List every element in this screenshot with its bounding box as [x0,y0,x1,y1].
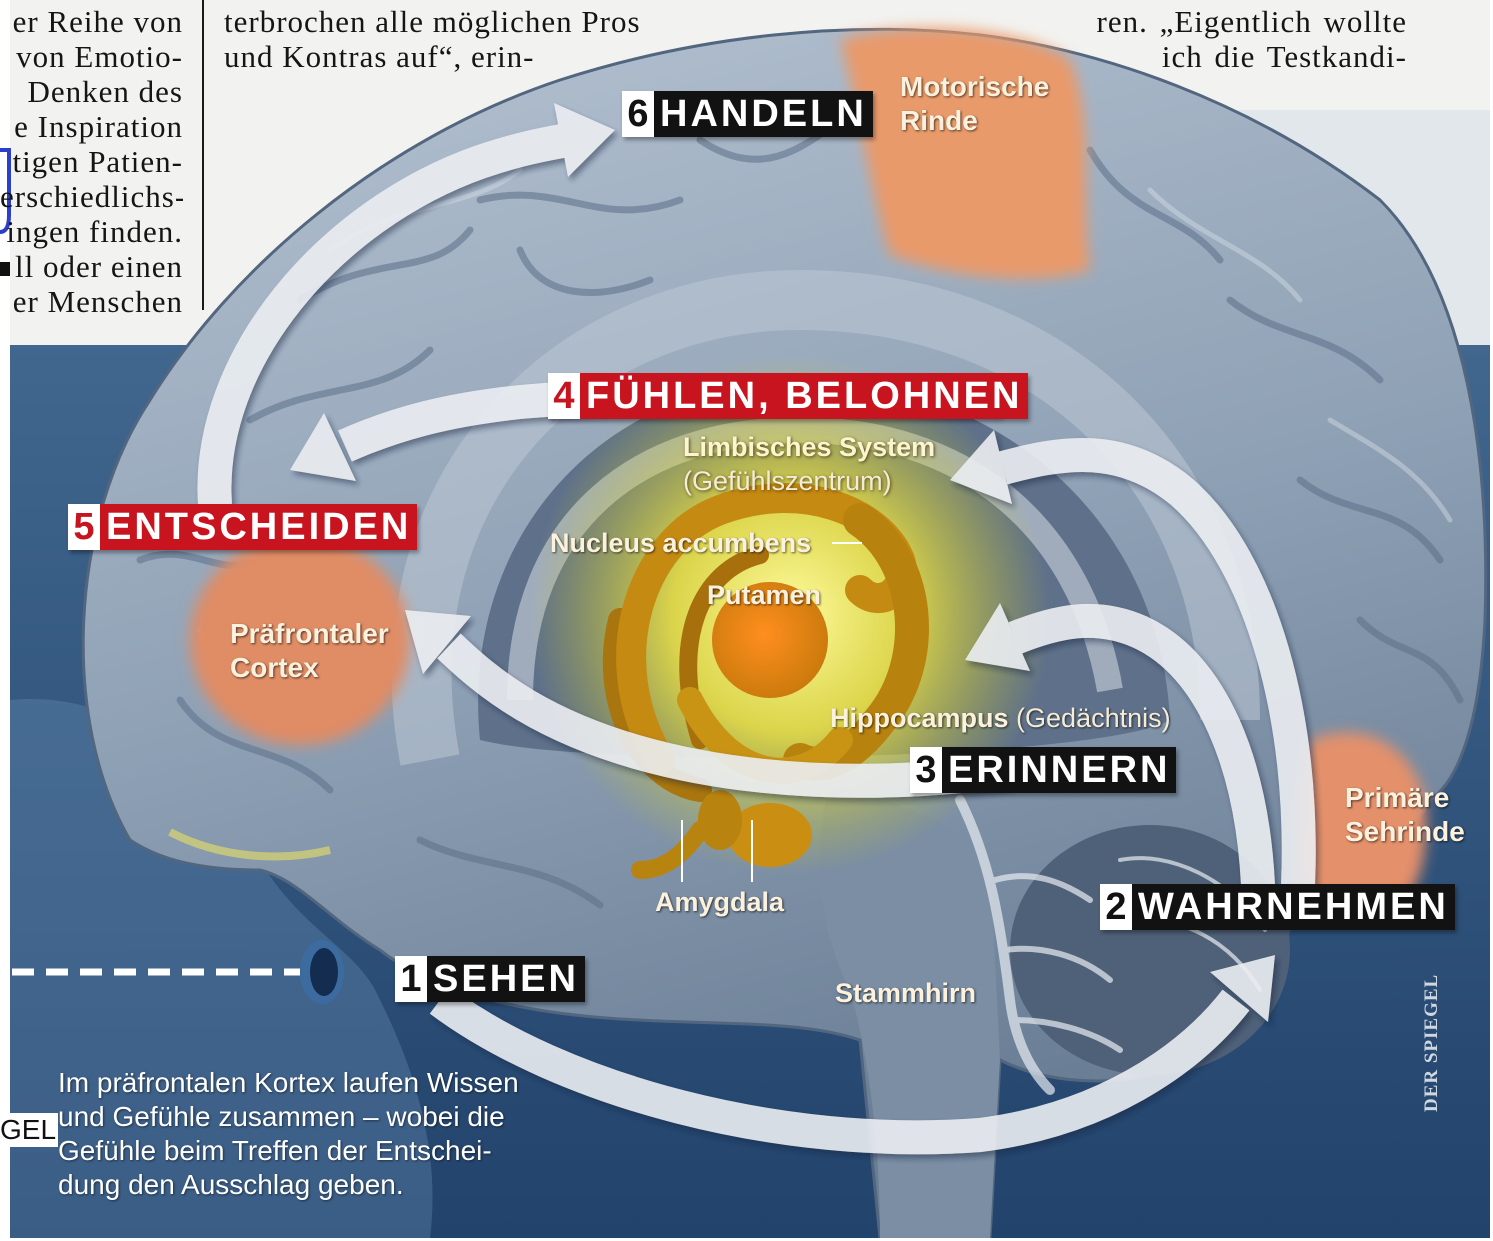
step-label: FÜHLEN, BELOHNEN [580,373,1028,419]
text-line: er Menschen [0,284,183,319]
text-line: ich die Testkandi- [1097,39,1407,74]
label-note: (Gefühlszentrum) [683,464,935,498]
text-line: terbrochen alle möglichen Pros [224,4,641,39]
label-nucleus-accumbens: Nucleus accumbens [550,526,811,560]
label-brainstem: Stammhirn [835,976,976,1010]
text-line: ll oder einen [0,249,183,284]
label-note: (Gedächtnis) [1016,703,1171,733]
step-number: 3 [910,747,942,793]
step-5-entscheiden: 5 ENTSCHEIDEN [68,504,417,550]
label-line: Primäre [1345,781,1465,815]
label-line: Sehrinde [1345,815,1465,849]
text-line: ingen finden. [0,214,183,249]
column-divider [202,0,204,310]
text-line: ren. „Eigentlich wollte [1097,4,1407,39]
text-line: er Reihe von [0,4,183,39]
caption-line: Gefühle beim Treffen der Entschei- [58,1134,519,1168]
label-line: Limbisches System [683,430,935,464]
label-line: Präfrontaler [230,617,389,651]
step-1-sehen: 1 SEHEN [395,956,585,1002]
caption-line: Im präfrontalen Kortex laufen Wissen [58,1066,519,1100]
label-line: Rinde [900,104,1049,138]
article-column-left: er Reihe von von Emotio- Denken des e In… [0,4,183,319]
text-line: von Emotio- [0,39,183,74]
step-number: 6 [622,91,654,137]
step-number: 5 [68,504,100,550]
label-hippocampus: Hippocampus (Gedächtnis) [830,701,1171,735]
article-column-middle: terbrochen alle möglichen Pros und Kontr… [224,4,641,74]
label-amygdala: Amygdala [655,885,784,919]
slide-text-fragment: GEL [0,1113,58,1147]
step-label: ERINNERN [942,747,1176,793]
label-limbic-system: Limbisches System (Gefühlszentrum) [683,430,935,498]
text-line: erschiedlichs- [0,179,183,214]
step-4-fuehlen-belohnen: 4 FÜHLEN, BELOHNEN [548,373,1028,419]
label-prefrontal-cortex: Präfrontaler Cortex [230,617,389,685]
step-2-wahrnehmen: 2 WAHRNEHMEN [1100,884,1455,930]
text-line: e Inspiration [0,109,183,144]
eye-pupil [310,948,338,996]
step-number: 4 [548,373,580,419]
label-putamen: Putamen [707,578,821,612]
article-column-right: ren. „Eigentlich wollte ich die Testkand… [1097,4,1407,74]
step-number: 2 [1100,884,1132,930]
caption-line: dung den Ausschlag geben. [58,1168,519,1202]
step-label: WAHRNEHMEN [1132,884,1455,930]
step-label: ENTSCHEIDEN [100,504,417,550]
step-label: SEHEN [427,956,585,1002]
step-number: 1 [395,956,427,1002]
publisher-credit: DER SPIEGEL [1420,992,1444,1112]
label-visual-cortex: Primäre Sehrinde [1345,781,1465,849]
amygdala-shape-small [698,790,742,850]
step-6-handeln: 6 HANDELN [622,91,873,137]
text-line: und Kontras auf“, erin- [224,39,641,74]
label-line: Cortex [230,651,389,685]
text-line: Denken des [0,74,183,109]
label-motor-cortex: Motorische Rinde [900,70,1049,138]
label-name: Hippocampus [830,703,1009,733]
diagram-caption: Im präfrontalen Kortex laufen Wissen und… [58,1066,519,1202]
text-line: tigen Patien- [0,144,183,179]
label-line: Motorische [900,70,1049,104]
step-label: HANDELN [654,91,873,137]
caption-line: und Gefühle zusammen – wobei die [58,1100,519,1134]
step-3-erinnern: 3 ERINNERN [910,747,1176,793]
